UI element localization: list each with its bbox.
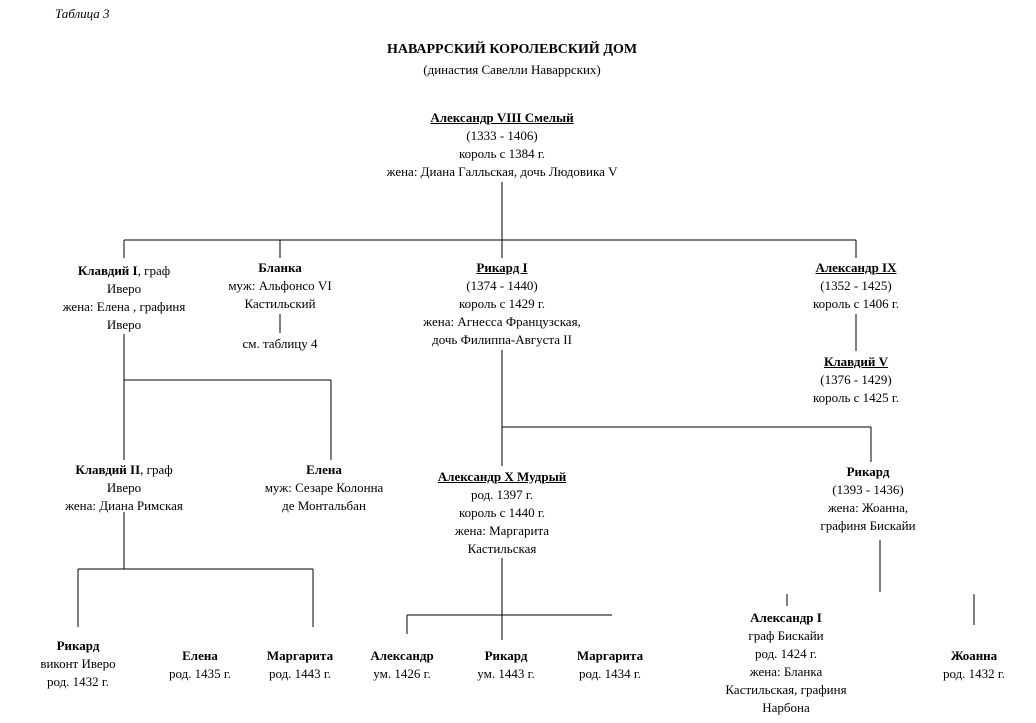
person-name: Клавдий V (823, 354, 889, 369)
person-elena-colonna: Елена муж: Сезаре Колонна де Монтальбан (244, 461, 404, 515)
person-detail: дочь Филиппа-Августа II (432, 332, 572, 347)
person-detail: род. 1397 г. (470, 487, 534, 502)
person-name: Александр I (750, 610, 822, 625)
person-detail: (1393 - 1436) (832, 482, 904, 497)
person-detail: король с 1384 г. (458, 146, 546, 161)
person-name: Маргарита (576, 648, 644, 663)
page-subtitle: (династия Савелли Наваррских) (423, 62, 601, 77)
person-detail: (1374 - 1440) (466, 278, 538, 293)
page-title: НАВАРРСКИЙ КОРОЛЕВСКИЙ ДОМ (386, 42, 638, 57)
person-detail: (1376 - 1429) (820, 372, 892, 387)
person-detail: род. 1432 г. (942, 666, 1006, 681)
person-detail: Кастильская, графиня (725, 682, 847, 697)
person-name: Маргарита (266, 648, 334, 663)
person-richard-viscount: Рикард виконт Иверо род. 1432 г. (18, 637, 138, 691)
person-detail: род. 1432 г. (46, 674, 110, 689)
person-detail: муж: Альфонсо VI (228, 278, 332, 293)
see-table-4-ref: см. таблицу 4 (242, 336, 318, 351)
person-detail: жена: Маргарита (454, 523, 550, 538)
person-detail: Кастильская (467, 541, 537, 556)
person-detail: род. 1424 г. (754, 646, 818, 661)
person-detail: ум. 1426 г. (373, 666, 431, 681)
person-richard-biscay: Рикард (1393 - 1436) жена: Жоанна, графи… (788, 463, 948, 535)
person-name: Рикард (846, 464, 890, 479)
person-name: Жоанна (950, 648, 998, 663)
person-detail: граф Бискайи (748, 628, 824, 643)
person-detail: Иверо (106, 281, 142, 296)
person-detail: Иверо (106, 317, 142, 332)
person-detail: виконт Иверо (40, 656, 116, 671)
person-name: Елена (306, 462, 342, 477)
person-claudius-v: Клавдий V (1376 - 1429) король с 1425 г. (776, 353, 936, 407)
person-name: Рикард (56, 638, 100, 653)
person-name: Александр X Мудрый (437, 469, 567, 484)
person-detail: король с 1425 г. (812, 390, 900, 405)
person-title: , граф (137, 263, 171, 278)
person-detail (200, 313, 360, 335)
person-alexander-viii: Александр VIII Смелый (1333 - 1406) коро… (332, 109, 672, 181)
person-alexander-1426: Александр ум. 1426 г. (352, 647, 452, 683)
person-detail: (1333 - 1406) (466, 128, 538, 143)
person-name: Клавдий II (75, 462, 141, 477)
person-detail: жена: Агнесса Французская, (423, 314, 581, 329)
person-detail: жена: Бланка (749, 664, 823, 679)
person-joanna: Жоанна род. 1432 г. (922, 647, 1026, 683)
person-alexander-x: Александр X Мудрый род. 1397 г. король с… (402, 468, 602, 558)
person-claudius-i: Клавдий I, граф Иверо жена: Елена , граф… (24, 262, 224, 334)
person-detail: де Монтальбан (282, 498, 366, 513)
person-name: Бланка (258, 260, 302, 275)
person-detail: Иверо (106, 480, 142, 495)
person-detail: жена: Жоанна, (827, 500, 909, 515)
person-name: Александр (370, 648, 434, 663)
person-detail: король с 1429 г. (458, 296, 546, 311)
person-richard-i: Рикард I (1374 - 1440) король с 1429 г. … (392, 259, 612, 349)
person-name: Клавдий I (77, 263, 138, 278)
person-alexander-ix: Александр IX (1352 - 1425) король с 1406… (776, 259, 936, 313)
person-detail: король с 1406 г. (812, 296, 900, 311)
person-richard-1443: Рикард ум. 1443 г. (456, 647, 556, 683)
person-detail: Кастильский (244, 296, 316, 311)
person-detail: (1352 - 1425) (820, 278, 892, 293)
person-detail: жена: Диана Римская (65, 498, 183, 513)
person-margarita-1434: Маргарита род. 1434 г. (560, 647, 660, 683)
person-detail: король с 1440 г. (458, 505, 546, 520)
person-alexander-i-biscay: Александр I граф Бискайи род. 1424 г. же… (700, 609, 872, 717)
person-margarita-1443: Маргарита род. 1443 г. (250, 647, 350, 683)
table-label: Таблица 3 (55, 6, 110, 21)
person-detail: ум. 1443 г. (477, 666, 535, 681)
person-detail: род. 1435 г. (168, 666, 232, 681)
person-name: Александр VIII Смелый (430, 110, 574, 125)
person-detail: жена: Елена , графиня (62, 299, 186, 314)
person-claudius-ii: Клавдий II, граф Иверо жена: Диана Римск… (34, 461, 214, 515)
person-name: Рикард I (476, 260, 528, 275)
person-title: , граф (140, 462, 173, 477)
person-detail: род. 1434 г. (578, 666, 642, 681)
person-detail: Нарбона (762, 700, 810, 715)
person-name: Александр IX (815, 260, 897, 275)
person-detail: муж: Сезаре Колонна (264, 480, 384, 495)
person-detail: графиня Бискайи (820, 518, 916, 533)
person-detail: жена: Диана Галльская, дочь Людовика V (386, 164, 618, 179)
person-blanca: Бланка муж: Альфонсо VI Кастильский см. … (200, 259, 360, 353)
person-detail: род. 1443 г. (268, 666, 332, 681)
person-elena-1435: Елена род. 1435 г. (150, 647, 250, 683)
person-name: Елена (182, 648, 218, 663)
person-name: Рикард (484, 648, 528, 663)
